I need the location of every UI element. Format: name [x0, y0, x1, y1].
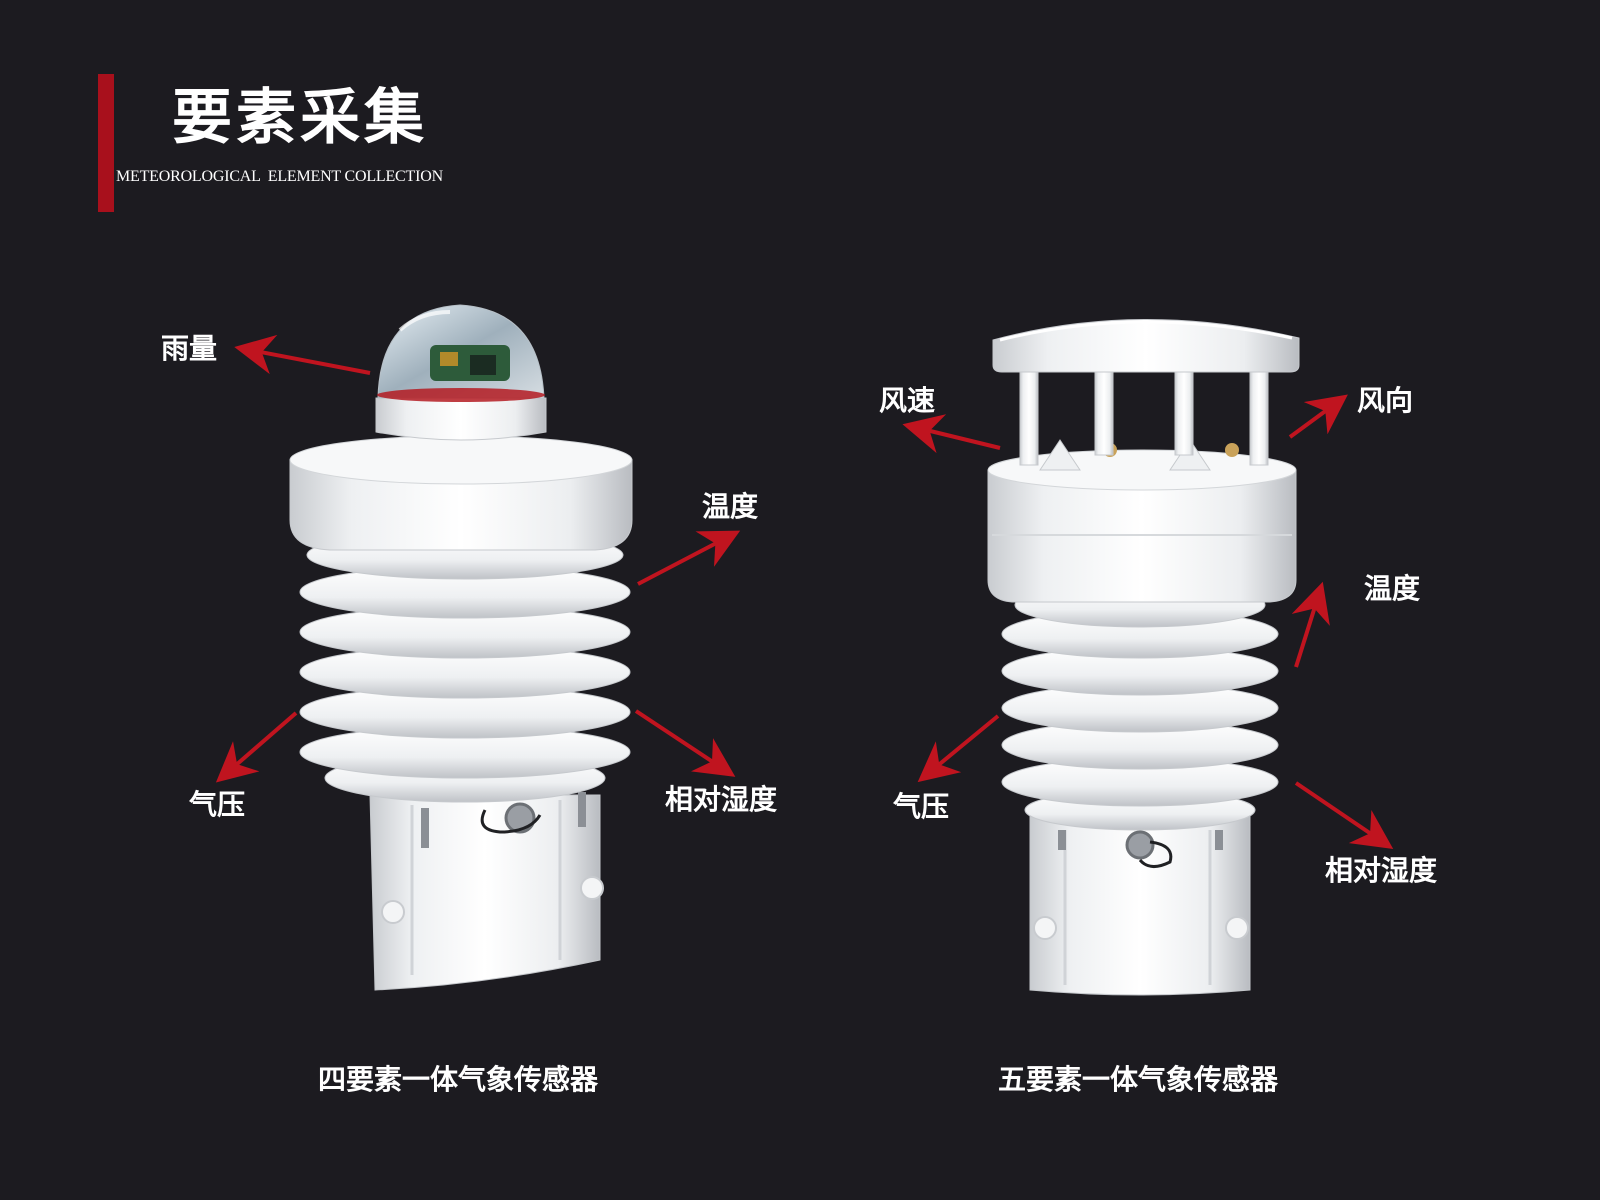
- arrow-right-humidity: [1294, 781, 1394, 849]
- arrow-rain: [234, 334, 371, 375]
- five-element-sensor: [987, 319, 1300, 996]
- page-title: 要素采集: [172, 83, 428, 153]
- label-wind-speed: 风速: [879, 384, 936, 417]
- label-right-humidity: 相对湿度: [1325, 854, 1438, 887]
- label-left-pressure: 气压: [189, 788, 246, 821]
- label-right-pressure: 气压: [893, 790, 950, 823]
- label-rain: 雨量: [161, 332, 218, 365]
- arrow-right-pressure: [917, 714, 1000, 783]
- accent-bar: [98, 74, 114, 212]
- caption-four-element-sensor: 四要素一体气象传感器: [318, 1063, 599, 1096]
- label-left-humidity: 相对湿度: [665, 783, 778, 816]
- label-right-temperature: 温度: [1364, 572, 1421, 605]
- four-element-sensor: [289, 304, 633, 991]
- page-subtitle: METEOROLOGICAL ELEMENT COLLECTION: [116, 168, 443, 185]
- arrow-left-pressure: [215, 711, 298, 783]
- caption-five-element-sensor: 五要素一体气象传感器: [998, 1063, 1279, 1096]
- arrow-wind-speed: [902, 414, 1001, 454]
- label-wind-direction: 风向: [1357, 384, 1414, 417]
- arrow-wind-direction: [1288, 394, 1348, 439]
- label-left-temperature: 温度: [702, 490, 759, 523]
- arrow-left-humidity: [634, 709, 736, 777]
- arrow-left-temperature: [637, 530, 741, 586]
- arrow-right-temperature: [1291, 581, 1330, 668]
